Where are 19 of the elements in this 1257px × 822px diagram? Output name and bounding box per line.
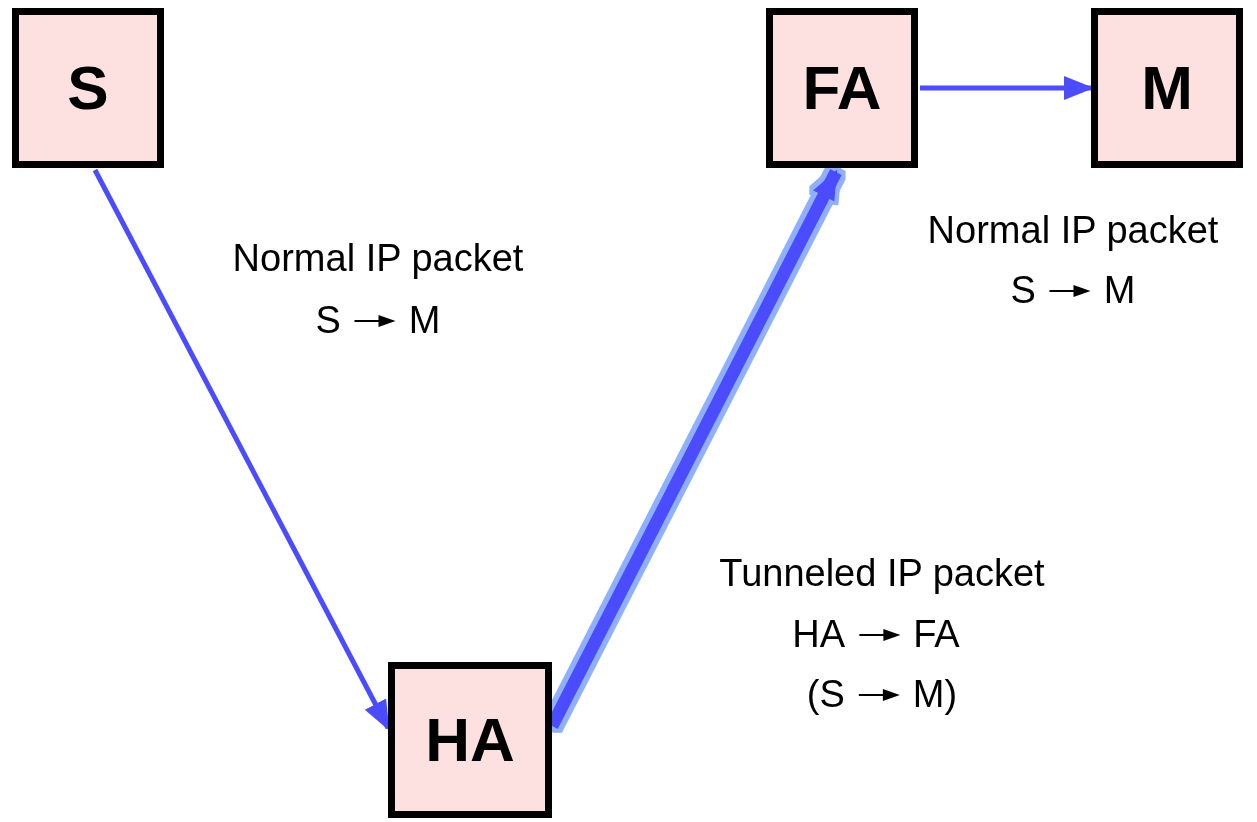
annotation-text: S — [1010, 270, 1036, 312]
node-box — [766, 8, 918, 168]
annotation-text: Normal IP packet — [232, 238, 524, 280]
annotation-text: (S — [806, 674, 845, 716]
node-box — [12, 8, 164, 168]
node-label: HA — [425, 709, 515, 771]
annotation-text: M) — [912, 674, 958, 716]
annotation-text: FA — [913, 614, 960, 656]
annotation-text: M — [408, 300, 441, 342]
annotation-text: S — [315, 300, 341, 342]
node-box — [1091, 8, 1243, 168]
annotation-text: Normal IP packet — [927, 210, 1219, 252]
annotation-text: HA — [792, 614, 846, 656]
annotation-text: Tunneled IP packet — [719, 553, 1045, 595]
node-label: FA — [802, 57, 882, 119]
node-label: S — [67, 57, 109, 119]
annotation-text: M — [1103, 270, 1136, 312]
node-box — [388, 662, 552, 818]
node-label: M — [1141, 57, 1193, 119]
